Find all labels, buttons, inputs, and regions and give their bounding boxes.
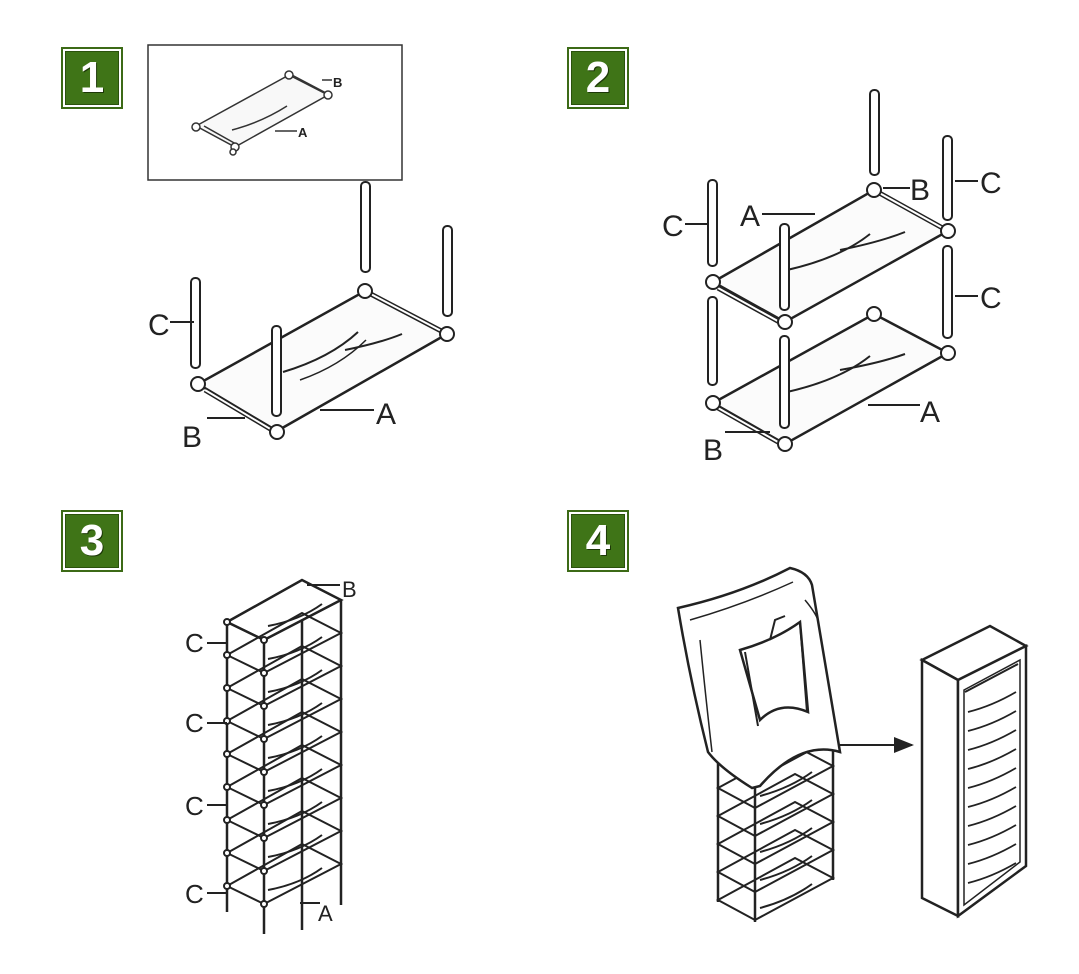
step-number: 2 [585, 53, 611, 102]
shelf-fabric-curve [759, 883, 813, 909]
connector [223, 750, 231, 758]
cabinet-shelf-line [967, 729, 1017, 751]
cabinet-shelf-line [967, 691, 1017, 713]
connector [260, 900, 268, 908]
label-a: A [298, 125, 308, 140]
label-b: B [342, 577, 357, 602]
connector [223, 783, 231, 791]
step-1-inset: B A [147, 44, 403, 181]
tower-shelf [224, 776, 344, 840]
label-b: B [910, 174, 930, 207]
tower-shelf [224, 677, 344, 741]
shelf-fabric-curve [759, 855, 813, 881]
connector [260, 768, 268, 776]
step-number: 3 [79, 516, 105, 565]
cabinet-shelf-line [967, 710, 1017, 732]
cabinet-shelves [967, 691, 1017, 884]
connector [260, 636, 268, 644]
label-a: A [376, 398, 396, 431]
cabinet-shelf-line [967, 767, 1017, 789]
tower-shelf [715, 828, 836, 894]
shelf-fabric-curve [267, 735, 323, 759]
step-3-illustration: B C C C C A [185, 577, 357, 934]
label-c: C [185, 628, 204, 658]
connectors [190, 283, 455, 440]
tower-shelf [224, 611, 344, 675]
tower-shelf [715, 772, 836, 838]
step-number: 1 [79, 53, 105, 102]
tower-shelf [715, 856, 836, 922]
label-b: B [182, 421, 202, 454]
connector [223, 882, 231, 890]
finished-cabinet [919, 624, 1029, 919]
cabinet-shelf-line [967, 786, 1017, 808]
tower-shelves [223, 578, 344, 908]
step-3-badge: 3 [61, 510, 123, 572]
tower-shelf [224, 710, 344, 774]
label-c: C [185, 879, 204, 909]
label-c: C [148, 309, 170, 342]
label-c: C [185, 708, 204, 738]
label-c: C [662, 210, 684, 243]
connector [260, 801, 268, 809]
label-c: C [185, 791, 204, 821]
connector [223, 816, 231, 824]
shelf-fabric-curve [267, 834, 323, 858]
label-b: B [703, 434, 723, 467]
cabinet-shelf-line [967, 824, 1017, 846]
connector [260, 669, 268, 677]
shelf-fabric-curve [759, 799, 813, 825]
label-a: A [318, 901, 333, 926]
connectors [705, 182, 956, 452]
cabinet-shelf-line [967, 862, 1017, 884]
step-4-illustration [676, 566, 1029, 922]
pole-c [707, 89, 953, 429]
shelf-frame [195, 288, 450, 436]
connector [223, 849, 231, 857]
tower-shelf [224, 578, 344, 642]
tower-shelf [224, 842, 344, 906]
step-2-badge: 2 [567, 47, 629, 109]
connector [223, 618, 231, 626]
step-number: 4 [585, 516, 611, 565]
cabinet-shelf-line [967, 805, 1017, 827]
tower-shelves [715, 716, 836, 922]
step-2-illustration: C A B C C A B [662, 89, 1002, 467]
connector [260, 735, 268, 743]
shelf-fabric-curve [267, 702, 323, 726]
connector [223, 651, 231, 659]
connector [260, 867, 268, 875]
shelf-frame-top [710, 187, 951, 328]
label-b: B [333, 75, 342, 90]
cabinet-shelf-line [967, 843, 1017, 865]
connector [223, 684, 231, 692]
shelf-fabric-curve [759, 771, 813, 797]
tower-shelf [715, 800, 836, 866]
shelf-fabric-curve [267, 867, 323, 891]
cabinet-shelf-line [967, 748, 1017, 770]
shelf-fabric-curve [267, 603, 323, 627]
shelf-fabric-curve [759, 827, 813, 853]
step-4-badge: 4 [567, 510, 629, 572]
step-1-badge: 1 [61, 47, 123, 109]
tower-shelf [224, 644, 344, 708]
step-1-illustration: B A [147, 44, 455, 454]
fabric-cover [676, 566, 842, 790]
shelf-fabric-curve [267, 801, 323, 825]
tower-shelf [224, 743, 344, 807]
shelf-fabric-curve [267, 768, 323, 792]
label-a: A [740, 200, 760, 233]
shelf-frame-bottom [710, 312, 951, 449]
label-c: C [980, 167, 1002, 200]
connector [260, 834, 268, 842]
tower-shelf [224, 809, 344, 873]
label-a: A [920, 396, 940, 429]
shelf-fabric-curve [267, 669, 323, 693]
label-c: C [980, 282, 1002, 315]
connector [260, 702, 268, 710]
shelf-fabric-curve [267, 636, 323, 660]
pole-c [190, 181, 453, 417]
